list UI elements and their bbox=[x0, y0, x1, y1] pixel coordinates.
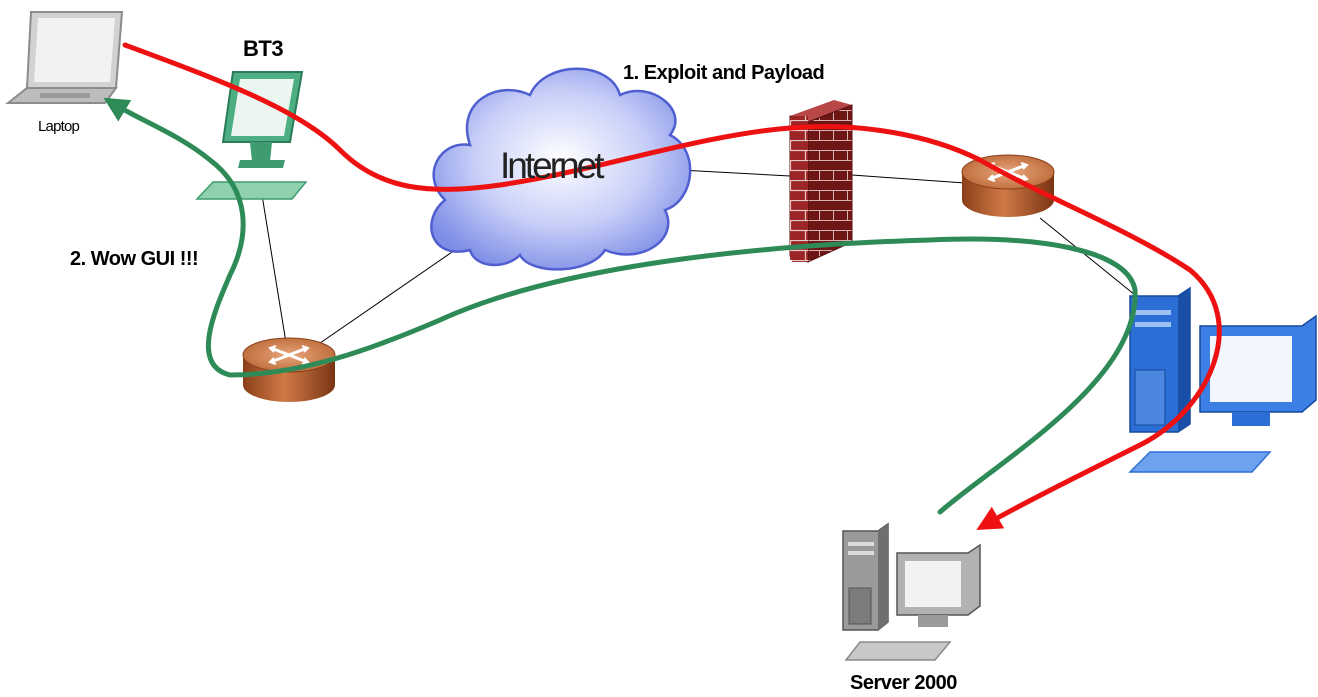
bt3-label: BT3 bbox=[243, 36, 284, 61]
exploit-label: 1. Exploit and Payload bbox=[623, 62, 825, 84]
laptop-label: Laptop bbox=[38, 118, 80, 135]
server-label: Server 2000 bbox=[850, 672, 957, 694]
link-bt3-router bbox=[261, 194, 289, 356]
router-icon bbox=[961, 154, 1055, 217]
network-links bbox=[261, 169, 1136, 356]
response-path bbox=[103, 97, 1138, 515]
link-firewall-router bbox=[851, 174, 966, 184]
server-icon bbox=[842, 522, 981, 661]
bt3-monitor-icon bbox=[195, 71, 308, 200]
link-router-cloud bbox=[309, 249, 456, 351]
cloud-icon bbox=[430, 67, 692, 271]
internet-label: Internet bbox=[500, 145, 604, 186]
firewall-icon bbox=[789, 100, 853, 263]
workstation-icon bbox=[1128, 286, 1317, 473]
link-router-workstation bbox=[1039, 217, 1136, 296]
exploit-path bbox=[122, 42, 1222, 530]
laptop-icon bbox=[5, 11, 124, 104]
link-cloud-firewall bbox=[679, 169, 791, 177]
wow-gui-label: 2. Wow GUI !!! bbox=[70, 248, 199, 270]
